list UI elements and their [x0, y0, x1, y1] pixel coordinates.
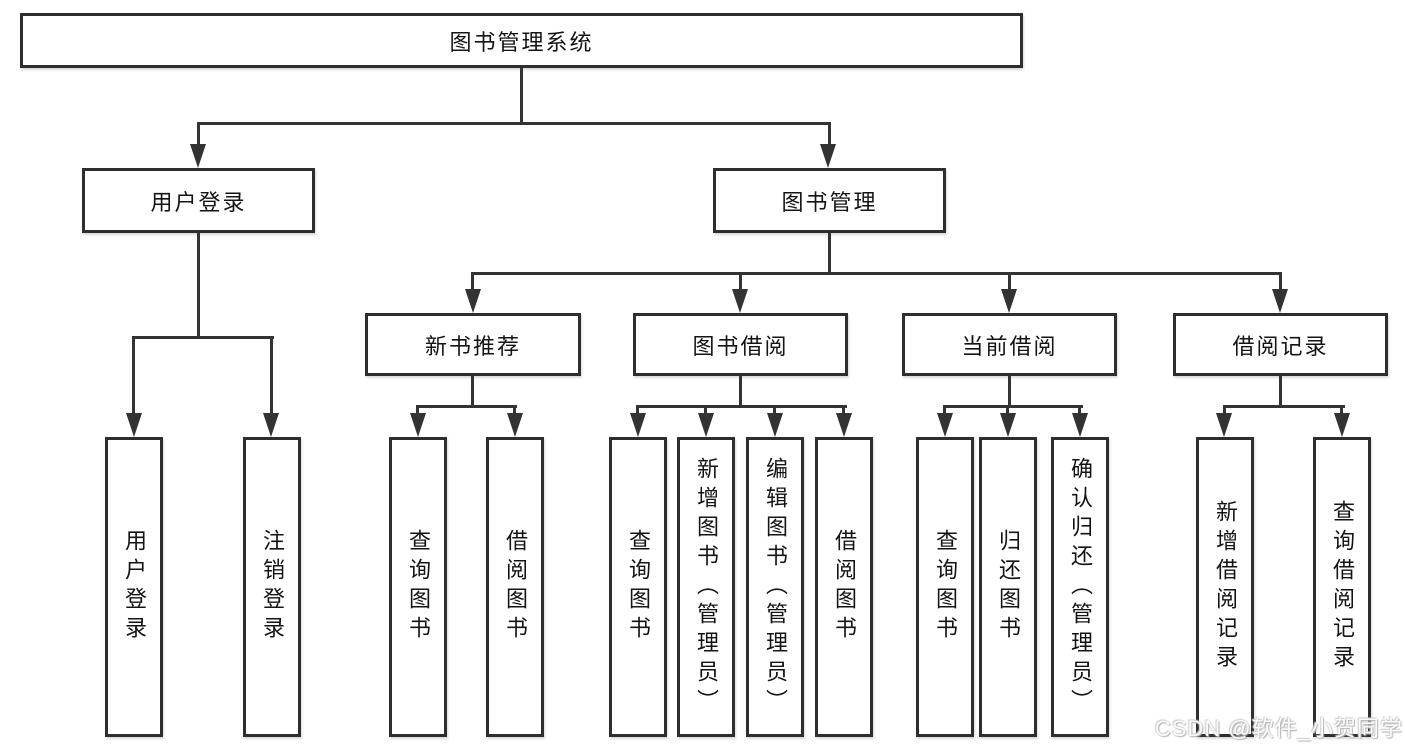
arrow-down-icon: [767, 413, 783, 437]
node-label: 新书推荐: [424, 333, 521, 359]
connector-line: [842, 405, 845, 415]
leaf-label: 借阅图书: [503, 529, 528, 645]
leaf-label: 借阅图书: [832, 529, 857, 645]
leaf-logout: 注销登录: [243, 437, 301, 737]
connector-line: [471, 272, 1282, 275]
leaf-label: 注销登录: [260, 529, 285, 645]
arrow-down-icon: [1000, 413, 1016, 437]
node-book-management: 图书管理: [713, 168, 946, 233]
connector-line: [1223, 405, 1345, 408]
connector-line: [197, 233, 200, 338]
arrow-down-icon: [410, 413, 426, 437]
arrow-down-icon: [630, 413, 646, 437]
arrow-down-icon: [507, 413, 523, 437]
arrow-down-icon: [1334, 413, 1350, 437]
leaf-label: 查询图书: [933, 529, 958, 645]
leaf-user-login: 用户登录: [105, 437, 163, 737]
connector-line: [197, 122, 831, 125]
arrow-down-icon: [1216, 413, 1232, 437]
node-borrowing-records: 借阅记录: [1173, 313, 1388, 376]
arrow-down-icon: [937, 413, 953, 437]
node-label: 图书管理: [781, 189, 878, 215]
connector-line: [1078, 405, 1081, 415]
connector-line: [270, 336, 273, 415]
connector-line: [471, 272, 474, 291]
arrow-down-icon: [263, 413, 279, 437]
arrow-down-icon: [1001, 289, 1017, 313]
connector-line: [1008, 376, 1011, 407]
leaf-label: 新增借阅记录: [1213, 500, 1238, 674]
leaf-label: 查询图书: [406, 529, 431, 645]
leaf-label: 归还图书: [996, 529, 1021, 645]
connector-line: [1008, 272, 1011, 291]
node-new-book-recommend: 新书推荐: [365, 313, 581, 376]
connector-line: [132, 336, 274, 339]
arrow-down-icon: [1072, 413, 1088, 437]
leaf-borrow-books-recommend: 借阅图书: [486, 437, 544, 737]
leaf-label: 用户登录: [122, 529, 147, 645]
connector-line: [739, 272, 742, 291]
connector-line: [636, 405, 847, 408]
connector-line: [520, 68, 523, 122]
connector-line: [739, 376, 742, 407]
arrow-down-icon: [732, 289, 748, 313]
node-user-login: 用户登录: [82, 168, 315, 233]
connector-line: [416, 405, 517, 408]
leaf-query-books-recommend: 查询图书: [389, 437, 447, 737]
leaf-label: 查询图书: [626, 529, 651, 645]
arrow-down-icon: [126, 413, 142, 437]
connector-line: [132, 336, 135, 415]
connector-line: [704, 405, 707, 415]
arrow-down-icon: [836, 413, 852, 437]
connector-line: [636, 405, 639, 415]
csdn-watermark: CSDN @软件_小贺同学: [1154, 716, 1403, 741]
node-label: 借阅记录: [1232, 333, 1329, 359]
connector-line: [416, 405, 419, 415]
leaf-add-books-admin: 新增图书（管理员）: [677, 437, 735, 737]
connector-line: [513, 405, 516, 415]
arrow-down-icon: [465, 289, 481, 313]
leaf-query-borrow-record: 查询借阅记录: [1313, 437, 1371, 737]
arrow-down-icon: [190, 144, 206, 168]
connector-line: [1279, 376, 1282, 407]
node-library-management-system: 图书管理系统: [20, 13, 1023, 68]
arrow-down-icon: [820, 144, 836, 168]
node-label: 当前借阅: [961, 333, 1058, 359]
leaf-add-borrow-record: 新增借阅记录: [1196, 437, 1254, 737]
leaf-borrow-books: 借阅图书: [815, 437, 873, 737]
connector-line: [943, 405, 946, 415]
node-label: 用户登录: [150, 189, 247, 215]
leaf-label: 确认归还（管理员）: [1068, 456, 1093, 718]
leaf-return-books: 归还图书: [979, 437, 1037, 737]
node-label: 图书管理系统: [449, 29, 594, 55]
connector-line: [943, 405, 1083, 408]
leaf-label: 新增图书（管理员）: [694, 456, 719, 718]
connector-line: [197, 122, 200, 146]
connector-line: [828, 233, 831, 274]
leaf-query-books-borrowing: 查询图书: [609, 437, 667, 737]
connector-line: [773, 405, 776, 415]
leaf-confirm-return-admin: 确认归还（管理员）: [1051, 437, 1109, 737]
connector-line: [1223, 405, 1226, 415]
connector-line: [828, 122, 831, 146]
connector-line: [1340, 405, 1343, 415]
arrow-down-icon: [698, 413, 714, 437]
leaf-label: 查询借阅记录: [1330, 500, 1355, 674]
connector-line: [1279, 272, 1282, 291]
leaf-label: 编辑图书（管理员）: [763, 456, 788, 718]
node-book-borrowing: 图书借阅: [633, 313, 848, 376]
node-current-borrowing: 当前借阅: [902, 313, 1117, 376]
leaf-query-books-current: 查询图书: [916, 437, 974, 737]
leaf-edit-books-admin: 编辑图书（管理员）: [746, 437, 804, 737]
node-label: 图书借阅: [692, 333, 789, 359]
connector-line: [1006, 405, 1009, 415]
connector-line: [471, 376, 474, 407]
arrow-down-icon: [1272, 289, 1288, 313]
